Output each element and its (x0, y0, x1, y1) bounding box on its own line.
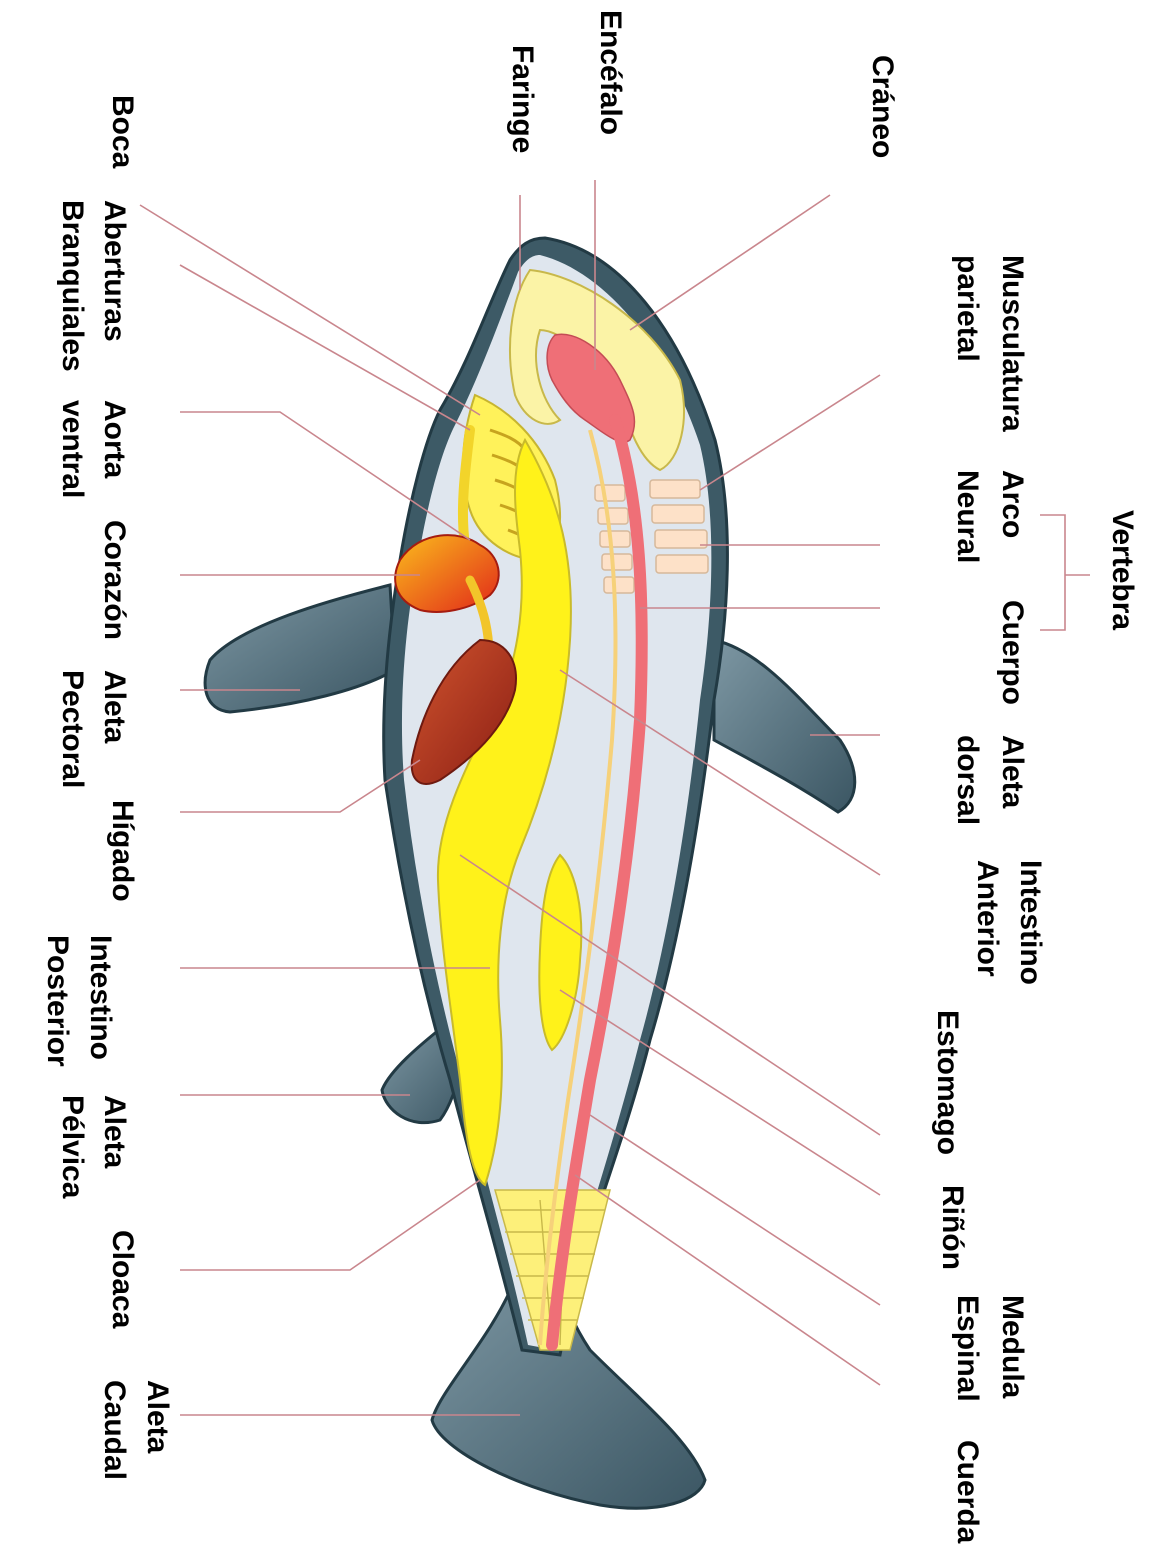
label-neural: Neural (949, 470, 985, 563)
label-caudal: Caudal (96, 1380, 132, 1480)
label-intestino-anterior: Intestino (1012, 860, 1048, 985)
label-posterior: Posterior (39, 935, 75, 1067)
label-anterior: Anterior (969, 860, 1005, 977)
label-faringe: Faringe (504, 45, 540, 153)
label-craneo: Cráneo (864, 55, 900, 158)
label-aleta-pelvica: Aleta (96, 1095, 132, 1168)
label-ventral: ventral (54, 400, 90, 498)
label-intestino-posterior: Intestino (82, 935, 118, 1060)
dorsal-fin (714, 640, 855, 812)
label-espinal: Espinal (949, 1295, 985, 1402)
label-aberturas: Aberturas (96, 200, 132, 342)
label-cloaca: Cloaca (104, 1230, 140, 1328)
label-aleta-pectoral: Aleta (96, 670, 132, 743)
label-estomago: Estomago (929, 1010, 965, 1155)
label-medula: Medula (994, 1295, 1030, 1398)
label-vertebra: Vertebra (1104, 510, 1140, 630)
label-rinon: Riñón (934, 1185, 970, 1270)
label-pectoral: Pectoral (54, 670, 90, 788)
label-branquiales: Branquiales (54, 200, 90, 372)
pectoral-fin (205, 585, 395, 712)
label-higado: Hígado (104, 800, 140, 902)
label-cuerda: Cuerda (949, 1440, 985, 1543)
label-boca: Boca (104, 95, 140, 168)
label-parietal: parietal (949, 255, 985, 362)
label-aleta-dorsal: Aleta (994, 735, 1030, 808)
label-aorta: Aorta (96, 400, 132, 478)
label-musculatura: Musculatura (994, 255, 1030, 432)
label-encefalo: Encéfalo (592, 10, 628, 135)
label-dorsal: dorsal (949, 735, 985, 825)
label-corazon: Corazón (96, 520, 132, 640)
label-aleta-caudal: Aleta (139, 1380, 175, 1453)
label-arco: Arco (994, 470, 1030, 538)
label-pelvica: Pélvica (54, 1095, 90, 1198)
label-cuerpo: Cuerpo (994, 600, 1030, 705)
